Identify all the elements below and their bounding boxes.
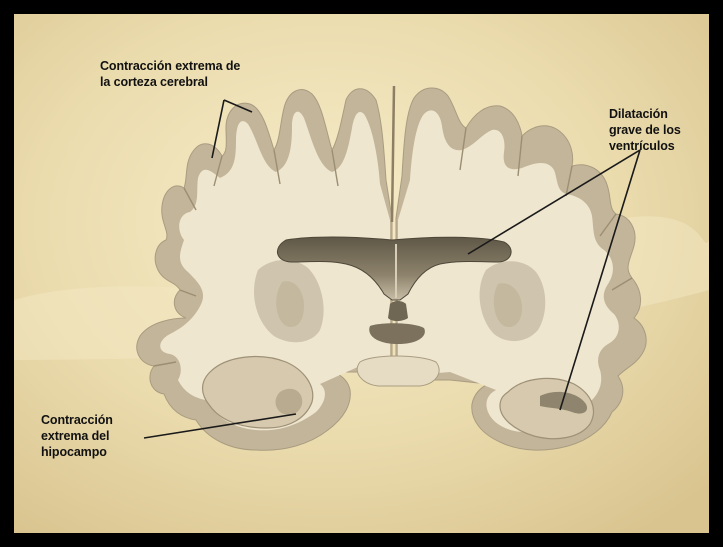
label-ventricles-line2: grave de los: [609, 122, 681, 138]
label-hippocampus-line3: hipocampo: [41, 444, 113, 460]
label-cortex-line1: Contracción extrema de: [100, 58, 240, 74]
label-hippocampus-line2: extrema del: [41, 428, 113, 444]
midbrain-base: [357, 356, 439, 386]
label-ventricles-line1: Dilatación: [609, 106, 681, 122]
label-cortex-line2: la corteza cerebral: [100, 74, 240, 90]
label-ventricles-line3: ventrículos: [609, 138, 681, 154]
left-hippocampus-fold: [276, 389, 303, 415]
third-ventricle: [388, 301, 408, 321]
label-cortex-contraction: Contracción extrema de la corteza cerebr…: [100, 58, 240, 90]
label-hippocampus-line1: Contracción: [41, 412, 113, 428]
label-hippocampus-contraction: Contracción extrema del hipocampo: [41, 412, 113, 460]
label-ventricle-dilation: Dilatación grave de los ventrículos: [609, 106, 681, 154]
